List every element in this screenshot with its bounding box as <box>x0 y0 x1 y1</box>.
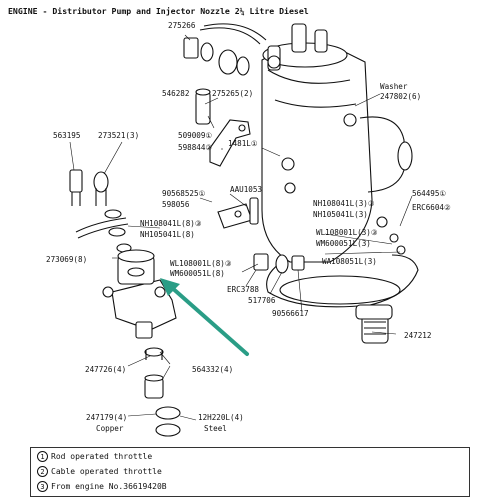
label-564495: 564495① <box>412 189 446 198</box>
label-1481l: 1481L① <box>228 139 258 148</box>
distributor-pump-drawing <box>261 23 419 344</box>
label-509009: 509009① <box>178 131 212 140</box>
pipe-union-drawing <box>69 169 132 253</box>
label-wm600051l-3: WM600051L(3) <box>316 239 371 248</box>
label-copper: Copper <box>96 424 124 433</box>
label-598844: 598844② <box>178 143 212 152</box>
label-12h220l: 12H220L(4) <box>198 413 244 422</box>
throttle-lever-drawing <box>209 119 251 167</box>
label-wm600051l-8: WM600051L(8) <box>170 269 225 278</box>
nozzle-parts-drawing <box>144 347 181 437</box>
label-nh108041l-8: NH108041L(8)③ <box>140 219 202 228</box>
label-273069: 273069(8) <box>46 255 87 264</box>
label-nh105041l-8: NH105041L(8) <box>140 230 195 239</box>
label-563195: 563195 <box>53 131 80 140</box>
banjo-bolt-drawing <box>253 253 305 274</box>
label-washer: Washer <box>380 82 408 91</box>
label-247179: 247179(4) <box>86 413 127 422</box>
label-273521: 273521(3) <box>98 131 139 140</box>
label-wl108001l-8: WL108001L(8)③ <box>170 259 232 268</box>
label-90568525: 90568525① <box>162 189 206 198</box>
label-564332: 564332(4) <box>192 365 233 374</box>
legend-text: Cable operated throttle <box>51 467 162 476</box>
legend-text: From engine No.36619420B <box>51 482 167 491</box>
label-546282: 546282 <box>162 89 189 98</box>
label-247802: 247802(6) <box>380 92 421 101</box>
banjo-fitting-drawing <box>183 23 267 125</box>
leader-lines <box>69 34 413 421</box>
legend-number: 2 <box>37 466 48 477</box>
bracket-drawing <box>217 197 259 229</box>
legend-number: 1 <box>37 451 48 462</box>
label-247726: 247726(4) <box>85 365 126 374</box>
label-erc6604: ERC6604② <box>412 203 451 212</box>
callout-labels: 275266 546282 275265(2) Washer 247802(6)… <box>46 21 451 433</box>
diagram-title: ENGINE - Distributor Pump and Injector N… <box>8 6 309 16</box>
label-275266: 275266 <box>168 21 196 30</box>
label-247212: 247212 <box>404 331 431 340</box>
label-nh108041l-3: NH108041L(3)③ <box>313 199 375 208</box>
label-nh105041l-3: NH105041L(3) <box>313 210 368 219</box>
label-wl108001l-3: WL108001L(3)③ <box>316 228 378 237</box>
label-598056: 598056 <box>162 200 190 209</box>
delivery-valve-holder-drawing <box>102 249 177 339</box>
legend-number: 3 <box>37 481 48 492</box>
legend-text: Rod operated throttle <box>51 452 153 461</box>
highlight-arrow <box>160 278 249 356</box>
label-erc3788: ERC3788 <box>227 285 259 294</box>
label-aau1053: AAU1053 <box>230 185 262 194</box>
label-steel: Steel <box>204 424 227 433</box>
label-275265: 275265(2) <box>212 89 253 98</box>
label-wa108051l-3: WA108051L(3) <box>322 257 377 266</box>
label-90566617: 90566617 <box>272 309 309 318</box>
label-517706: 517706 <box>248 296 276 305</box>
